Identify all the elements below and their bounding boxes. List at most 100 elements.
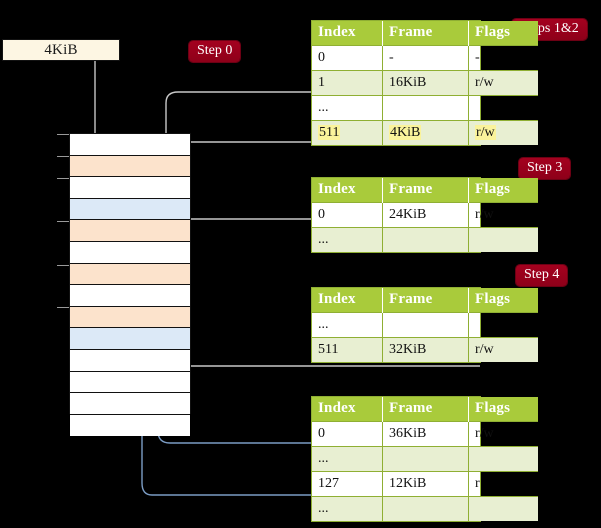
cell-index: ... bbox=[312, 496, 383, 521]
table-header-row: Index Frame Flags bbox=[312, 397, 538, 422]
mem-tick bbox=[57, 265, 69, 266]
memory-row-7-white bbox=[70, 285, 190, 307]
cell-frame bbox=[382, 227, 469, 252]
page-table-level-2: Index Frame Flags ... 511 32KiB r/w bbox=[311, 287, 538, 363]
cell-flags bbox=[468, 446, 538, 472]
cell-frame: 16KiB bbox=[382, 70, 469, 96]
cell-flags: r/w bbox=[468, 70, 538, 96]
cell-index: 511 bbox=[312, 120, 383, 145]
memory-row-4-orange bbox=[70, 220, 190, 242]
col-header-flags: Flags bbox=[468, 178, 538, 203]
memory-row-10-white bbox=[70, 349, 190, 372]
col-header-index: Index bbox=[312, 178, 383, 203]
cell-flags-text: r/w bbox=[475, 124, 496, 140]
cell-frame bbox=[382, 312, 469, 338]
memory-block-4kib: 4KiB bbox=[2, 39, 120, 61]
table-row: ... bbox=[312, 227, 538, 252]
table-body: 0 24KiB r/w ... bbox=[312, 202, 538, 252]
cell-flags: r/w bbox=[468, 421, 538, 447]
col-header-frame: Frame bbox=[382, 21, 469, 46]
cell-frame bbox=[382, 496, 469, 521]
cell-flags: - bbox=[468, 45, 538, 71]
memory-row-1-orange bbox=[70, 155, 190, 178]
cell-flags bbox=[468, 496, 538, 521]
cell-index: 1 bbox=[312, 70, 383, 96]
cell-flags bbox=[468, 227, 538, 252]
table-row: ... bbox=[312, 446, 538, 472]
page-table-level-1: Index Frame Flags 0 24KiB r/w ... bbox=[311, 177, 538, 253]
table-row: 0 - - bbox=[312, 45, 538, 71]
mem-tick bbox=[57, 156, 69, 157]
memory-row-11-white bbox=[70, 371, 190, 394]
memory-row-3-blue bbox=[70, 198, 190, 221]
table-row: ... bbox=[312, 312, 538, 338]
table-row: 511 32KiB r/w bbox=[312, 337, 538, 362]
cell-frame bbox=[382, 95, 469, 121]
col-header-frame: Frame bbox=[382, 288, 469, 313]
cell-index: ... bbox=[312, 312, 383, 338]
memory-row-8-orange bbox=[70, 306, 190, 329]
memory-row-9-blue bbox=[70, 328, 190, 350]
memory-row-6-orange bbox=[70, 263, 190, 286]
cell-index: 0 bbox=[312, 45, 383, 71]
table-row: 0 24KiB r/w bbox=[312, 202, 538, 228]
cell-flags: r/w bbox=[468, 202, 538, 228]
cell-frame: 32KiB bbox=[382, 337, 469, 362]
table-row: ... bbox=[312, 496, 538, 521]
memory-block-label: 4KiB bbox=[44, 41, 78, 58]
cell-index: 511 bbox=[312, 337, 383, 362]
table-header-row: Index Frame Flags bbox=[312, 21, 538, 46]
badge-step4: Step 4 bbox=[516, 265, 568, 286]
col-header-flags: Flags bbox=[468, 397, 538, 422]
cell-frame-text: 4KiB bbox=[389, 124, 422, 140]
badge-step0: Step 0 bbox=[189, 41, 241, 62]
badge-step3: Step 3 bbox=[519, 158, 571, 179]
memory-column bbox=[69, 133, 191, 437]
mem-tick bbox=[57, 134, 69, 135]
memory-row-2-white bbox=[70, 177, 190, 199]
table-row: 1 16KiB r/w bbox=[312, 70, 538, 96]
col-header-frame: Frame bbox=[382, 178, 469, 203]
mem-tick bbox=[57, 307, 69, 308]
cell-index: 0 bbox=[312, 202, 383, 228]
table-body: 0 - - 1 16KiB r/w ... 511 4KiB r/w bbox=[312, 45, 538, 145]
cell-index: 127 bbox=[312, 471, 383, 497]
cell-frame: - bbox=[382, 45, 469, 71]
cell-flags: r bbox=[468, 471, 538, 497]
cell-frame: 24KiB bbox=[382, 202, 469, 228]
cell-index: ... bbox=[312, 95, 383, 121]
col-header-frame: Frame bbox=[382, 397, 469, 422]
table-row-highlighted: 511 4KiB r/w bbox=[312, 120, 538, 145]
badge-step0-label: Step 0 bbox=[197, 43, 233, 58]
col-header-flags: Flags bbox=[468, 288, 538, 313]
col-header-index: Index bbox=[312, 21, 383, 46]
page-table-level-3: Index Frame Flags 0 36KiB r/w ... 127 bbox=[311, 396, 538, 522]
cell-index: ... bbox=[312, 227, 383, 252]
table-header-row: Index Frame Flags bbox=[312, 288, 538, 313]
col-header-index: Index bbox=[312, 288, 383, 313]
cell-index: 0 bbox=[312, 421, 383, 447]
memory-row-12-white bbox=[70, 393, 190, 415]
table-row: 127 12KiB r bbox=[312, 471, 538, 497]
badge-step4-label: Step 4 bbox=[524, 267, 560, 282]
table-row: 0 36KiB r/w bbox=[312, 421, 538, 447]
table-body: ... 511 32KiB r/w bbox=[312, 312, 538, 362]
col-header-index: Index bbox=[312, 397, 383, 422]
cell-flags bbox=[468, 312, 538, 338]
cell-frame: 36KiB bbox=[382, 421, 469, 447]
badge-step3-label: Step 3 bbox=[527, 160, 563, 175]
cell-flags: r/w bbox=[468, 337, 538, 362]
mem-tick bbox=[57, 178, 69, 179]
cell-frame: 4KiB bbox=[382, 120, 469, 145]
table-row: ... bbox=[312, 95, 538, 121]
cell-frame: 12KiB bbox=[382, 471, 469, 497]
memory-row-5-white bbox=[70, 241, 190, 264]
table-body: 0 36KiB r/w ... 127 12KiB r ... bbox=[312, 421, 538, 521]
memory-row-0-white bbox=[70, 134, 190, 156]
col-header-flags: Flags bbox=[468, 21, 538, 46]
cell-index-text: 511 bbox=[318, 124, 341, 140]
cell-flags: r/w bbox=[468, 120, 538, 145]
cell-flags bbox=[468, 95, 538, 121]
memory-row-13-white bbox=[70, 414, 190, 437]
